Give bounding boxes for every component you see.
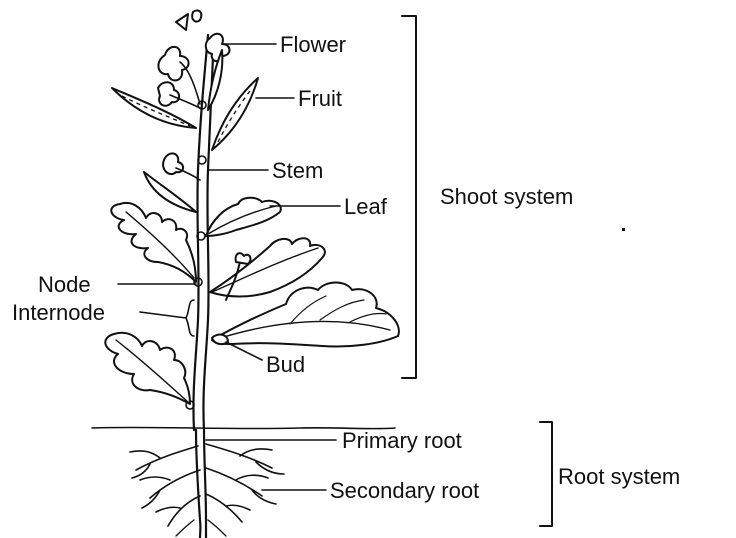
fruit-left bbox=[112, 88, 196, 128]
label-node: Node bbox=[38, 272, 91, 297]
leaf-upper-left bbox=[144, 172, 196, 212]
label-primary-root: Primary root bbox=[342, 428, 462, 453]
label-stem: Stem bbox=[272, 158, 323, 183]
internode-bracket bbox=[186, 300, 194, 336]
root-system-drawing bbox=[130, 430, 284, 538]
pointer-internode bbox=[140, 312, 186, 318]
side-bud-cluster bbox=[163, 153, 200, 180]
pointer-bud bbox=[226, 342, 262, 360]
label-shoot-system: Shoot system bbox=[440, 184, 573, 209]
label-flower: Flower bbox=[280, 32, 346, 57]
leaf-mid-left bbox=[111, 203, 196, 282]
flower-bud-right bbox=[236, 253, 251, 264]
label-fruit: Fruit bbox=[298, 86, 342, 111]
label-secondary-root: Secondary root bbox=[330, 478, 479, 503]
label-leaf: Leaf bbox=[344, 194, 388, 219]
stray-mark bbox=[622, 228, 625, 231]
label-internode: Internode bbox=[12, 300, 105, 325]
root-system-bracket bbox=[540, 422, 552, 526]
label-bud: Bud bbox=[266, 352, 305, 377]
leaf-lower-left bbox=[105, 333, 190, 404]
shoot-system-bracket bbox=[402, 16, 416, 378]
label-root-system: Root system bbox=[558, 464, 680, 489]
